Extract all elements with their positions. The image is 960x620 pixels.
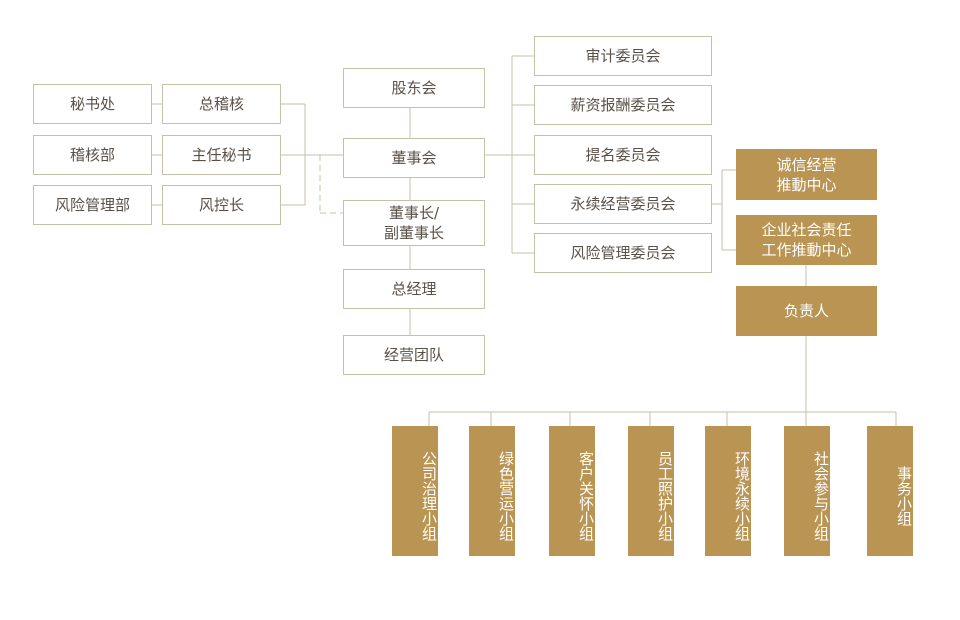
group-box-social: 社会参与小组 xyxy=(784,426,830,556)
audit-dept-box: 稽核部 xyxy=(33,135,152,175)
shareholders-box: 股东会 xyxy=(343,68,485,108)
nomination-committee-box: 提名委员会 xyxy=(534,135,712,175)
secretariat-box: 秘书处 xyxy=(33,84,152,124)
group-box-affairs: 事务小组 xyxy=(867,426,913,556)
shareholders-label: 股东会 xyxy=(391,79,437,97)
group-label-employee-care: 员工照护小组 xyxy=(656,451,674,541)
integrity-center-box: 诚信经营 推動中心 xyxy=(736,149,877,200)
risk-chief-label: 风控长 xyxy=(198,196,244,214)
responsible-label: 负责人 xyxy=(783,302,829,320)
group-box-governance: 公司治理小组 xyxy=(392,426,438,556)
group-label-environment: 环境永续小组 xyxy=(733,451,751,541)
comp-committee-box: 薪资报酬委员会 xyxy=(534,85,712,125)
group-box-green-ops: 绿色营运小组 xyxy=(469,426,515,556)
group-label-governance: 公司治理小组 xyxy=(420,451,438,541)
chairman-box: 董事长/ 副董事长 xyxy=(343,200,485,246)
group-box-customer-care: 客户关怀小组 xyxy=(549,426,595,556)
csr-center-label: 企业社会责任 工作推動中心 xyxy=(761,221,852,259)
group-label-social: 社会参与小组 xyxy=(812,451,830,541)
gm-label: 总经理 xyxy=(391,280,437,298)
chief-secretary-box: 主任秘书 xyxy=(162,135,281,175)
responsible-box: 负责人 xyxy=(736,286,877,336)
audit-dept-label: 稽核部 xyxy=(69,146,115,164)
risk-committee-box: 风险管理委员会 xyxy=(534,233,712,273)
mgmt-team-label: 经营团队 xyxy=(383,346,444,364)
group-label-affairs: 事务小组 xyxy=(895,466,913,526)
group-label-customer-care: 客户关怀小组 xyxy=(577,451,595,541)
group-label-green-ops: 绿色营运小组 xyxy=(497,451,515,541)
nomination-committee-label: 提名委员会 xyxy=(585,146,661,164)
chief-secretary-label: 主任秘书 xyxy=(191,146,252,164)
group-box-environment: 环境永续小组 xyxy=(705,426,751,556)
chief-auditor-label: 总稽核 xyxy=(198,95,244,113)
risk-dept-box: 风险管理部 xyxy=(33,185,152,225)
chairman-label: 董事长/ 副董事长 xyxy=(383,204,444,242)
audit-committee-box: 审计委员会 xyxy=(534,36,712,76)
risk-chief-box: 风控长 xyxy=(162,185,281,225)
group-box-employee-care: 员工照护小组 xyxy=(628,426,674,556)
risk-dept-label: 风险管理部 xyxy=(54,196,130,214)
sustain-committee-box: 永续经营委员会 xyxy=(534,184,712,224)
risk-committee-label: 风险管理委员会 xyxy=(570,244,676,262)
comp-committee-label: 薪资报酬委员会 xyxy=(570,96,676,114)
secretariat-label: 秘书处 xyxy=(69,95,115,113)
audit-committee-label: 审计委员会 xyxy=(585,47,661,65)
chief-auditor-box: 总稽核 xyxy=(162,84,281,124)
board-label: 董事会 xyxy=(391,149,437,167)
mgmt-team-box: 经营团队 xyxy=(343,335,485,375)
gm-box: 总经理 xyxy=(343,269,485,309)
integrity-center-label: 诚信经营 推動中心 xyxy=(776,155,837,194)
sustain-committee-label: 永续经营委员会 xyxy=(570,195,676,213)
board-box: 董事会 xyxy=(343,138,485,178)
csr-center-box: 企业社会责任 工作推動中心 xyxy=(736,215,877,265)
